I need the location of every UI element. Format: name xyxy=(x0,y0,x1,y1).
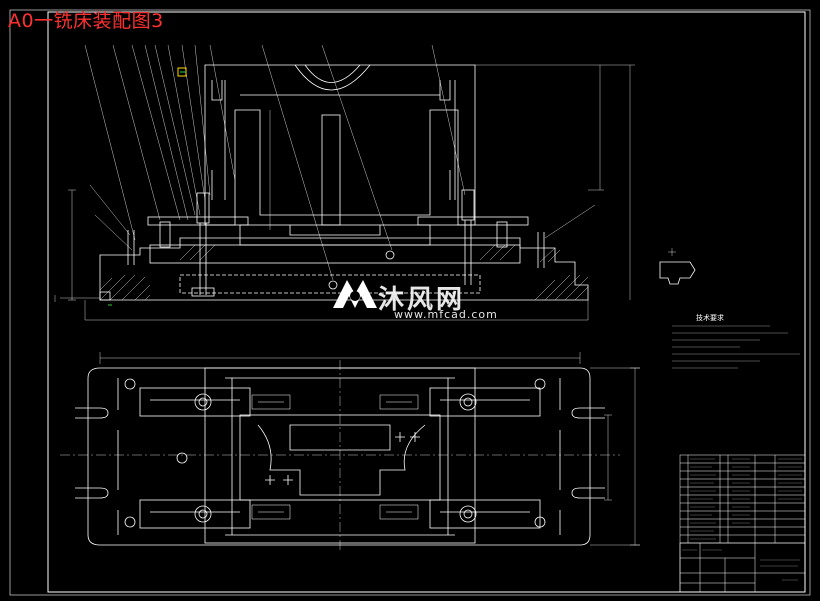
t-slot xyxy=(179,274,481,294)
section-view xyxy=(99,64,589,301)
housing-base xyxy=(239,224,431,246)
pin-right xyxy=(537,232,545,268)
housing-web xyxy=(321,114,341,226)
housing-arc xyxy=(294,64,371,91)
outer-frame xyxy=(9,9,811,596)
hole-center xyxy=(328,280,338,290)
watermark-url: www.mfcad.com xyxy=(394,308,498,321)
clamp-arm-bl xyxy=(139,499,251,529)
clamp-pin-tl xyxy=(194,393,212,411)
base-outline xyxy=(87,367,591,546)
stud-right xyxy=(496,221,508,248)
slot-right-top xyxy=(571,407,605,419)
slot-left-top xyxy=(75,407,109,419)
clamp-pin-bl xyxy=(194,505,212,523)
clamp-bar-left xyxy=(147,216,249,226)
detail-profile xyxy=(659,261,696,285)
hole-right xyxy=(385,250,395,260)
clamp-pin-bl-inner xyxy=(198,509,208,519)
slot-left-bottom xyxy=(75,487,109,499)
housing-step xyxy=(289,225,381,236)
slot-right-bottom xyxy=(571,487,605,499)
leader-lines xyxy=(84,44,596,281)
dimensions-plan xyxy=(99,352,640,546)
housing-arc-inner xyxy=(304,64,361,83)
clamp-bar-right xyxy=(417,216,529,226)
hole-bl xyxy=(124,516,136,528)
housing-outline xyxy=(204,64,476,226)
technical-requirements-title: 技术要求 xyxy=(696,314,724,322)
inner-frame xyxy=(47,11,806,593)
color-accents xyxy=(108,67,187,306)
clamp-pin-tr xyxy=(459,393,477,411)
detail-view xyxy=(659,248,696,285)
housing-details xyxy=(211,80,451,200)
fixture-body xyxy=(149,244,521,264)
hole-mid xyxy=(176,452,188,464)
clamp-pin-tl-inner xyxy=(198,397,208,407)
hatch-center xyxy=(179,244,516,261)
drawing-title: A0一铣床装配图3 xyxy=(8,10,164,32)
hole-tl xyxy=(124,378,136,390)
stud-left xyxy=(159,221,171,248)
clamp-pin-br xyxy=(459,505,477,523)
clamp-arm-tl xyxy=(139,387,251,417)
plan-view xyxy=(60,360,620,550)
watermark-logo-icon xyxy=(333,280,377,308)
notes-lines xyxy=(672,325,800,369)
dimensions-top xyxy=(54,64,635,321)
bolt-right xyxy=(461,189,475,221)
bolt-right-shank xyxy=(464,220,472,285)
hatch-left xyxy=(99,274,151,301)
title-block-text xyxy=(682,458,802,581)
workpiece-inner xyxy=(289,424,391,451)
bolt-left-shank xyxy=(199,223,207,295)
watermark-text: 沐风网 xyxy=(378,285,466,315)
title-block xyxy=(679,454,806,593)
pin-left xyxy=(127,230,135,265)
cross-marks xyxy=(265,432,420,485)
key-left xyxy=(99,291,111,301)
hatch-right xyxy=(534,247,589,301)
hole-tr xyxy=(534,378,546,390)
clamp-pin-br-inner xyxy=(463,509,473,519)
housing-inner xyxy=(224,80,456,200)
nut-left xyxy=(191,287,215,297)
clamp-pin-tr-inner xyxy=(463,397,473,407)
bolt-left xyxy=(196,192,210,224)
clamp-arm-br xyxy=(429,499,541,529)
clamp-arm-tr xyxy=(429,387,541,417)
